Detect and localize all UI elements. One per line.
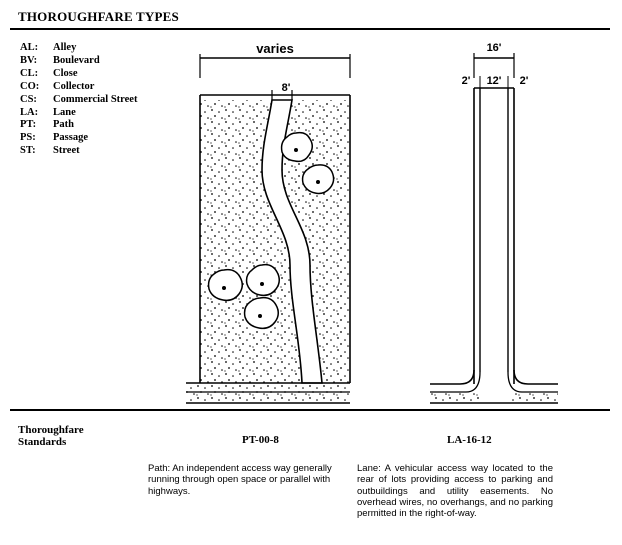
legend-name: Commercial Street <box>53 93 138 105</box>
legend-code: CO: <box>20 80 40 92</box>
legend: AL: Alley BV: Boulevard CL: Close CO: Collec… <box>20 42 137 158</box>
left-shoulder-label: 2' <box>462 75 471 87</box>
path-description: Path: An independent access way generall… <box>148 463 332 497</box>
left-curb-return <box>430 369 475 385</box>
legend-name: Close <box>53 67 78 79</box>
path-diagram: varies 8' <box>186 41 351 404</box>
legend-item: AL: Alley <box>20 42 137 55</box>
right-pavement-return <box>507 371 558 393</box>
bottom-divider <box>10 409 610 411</box>
legend-name: Lane <box>53 106 76 118</box>
top-divider <box>10 28 610 30</box>
legend-item: PS: Passage <box>20 132 137 145</box>
legend-name: Alley <box>53 42 77 53</box>
tree-icon <box>207 268 243 302</box>
row-width-label: 16' <box>487 42 502 54</box>
legend-item: CO: Collector <box>20 81 137 94</box>
legend-name: Path <box>53 119 74 131</box>
tree-icon <box>245 263 280 297</box>
legend-code: BV: <box>20 54 38 66</box>
legend-item: CS: Commercial Street <box>20 94 137 107</box>
tree-icon <box>280 131 313 163</box>
path-code: PT-00-8 <box>242 434 279 446</box>
pavement-width-label: 12' <box>487 75 502 87</box>
legend-code: CL: <box>20 67 39 79</box>
standards-label: Thoroughfare Standards <box>18 424 84 448</box>
legend-name: Passage <box>53 132 88 144</box>
legend-item: LA: Lane <box>20 107 137 120</box>
legend-name: Boulevard <box>53 54 100 66</box>
lane-diagram: 16' 2' 12' 2' <box>430 42 558 404</box>
legend-code: PS: <box>20 132 36 144</box>
lane-description: Lane: A vehicular access way located to … <box>357 463 553 520</box>
legend-item: BV: Boulevard <box>20 55 137 68</box>
right-shoulder-label: 2' <box>520 75 529 87</box>
road-stipple <box>186 384 350 403</box>
legend-code: AL: <box>20 42 39 53</box>
road-stipple-left <box>430 393 480 403</box>
legend-name: Street <box>53 145 80 157</box>
right-curb-return <box>513 369 558 385</box>
tree-icon <box>243 296 279 330</box>
lane-code: LA-16-12 <box>447 434 492 446</box>
left-pavement-return <box>430 371 481 393</box>
tree-icon <box>301 164 335 195</box>
page-title: THOROUGHFARE TYPES <box>18 9 179 24</box>
legend-code: PT: <box>20 119 37 131</box>
legend-code: LA: <box>20 106 39 118</box>
varies-label: varies <box>256 41 294 56</box>
legend-item: CL: Close <box>20 68 137 81</box>
legend-name: Collector <box>53 80 95 92</box>
road-stipple-right <box>508 393 558 403</box>
path-width-label: 8' <box>282 82 291 94</box>
legend-code: ST: <box>20 145 36 157</box>
legend-item: PT: Path <box>20 119 137 132</box>
legend-item: ST: Street <box>20 145 137 158</box>
legend-code: CS: <box>20 93 37 105</box>
